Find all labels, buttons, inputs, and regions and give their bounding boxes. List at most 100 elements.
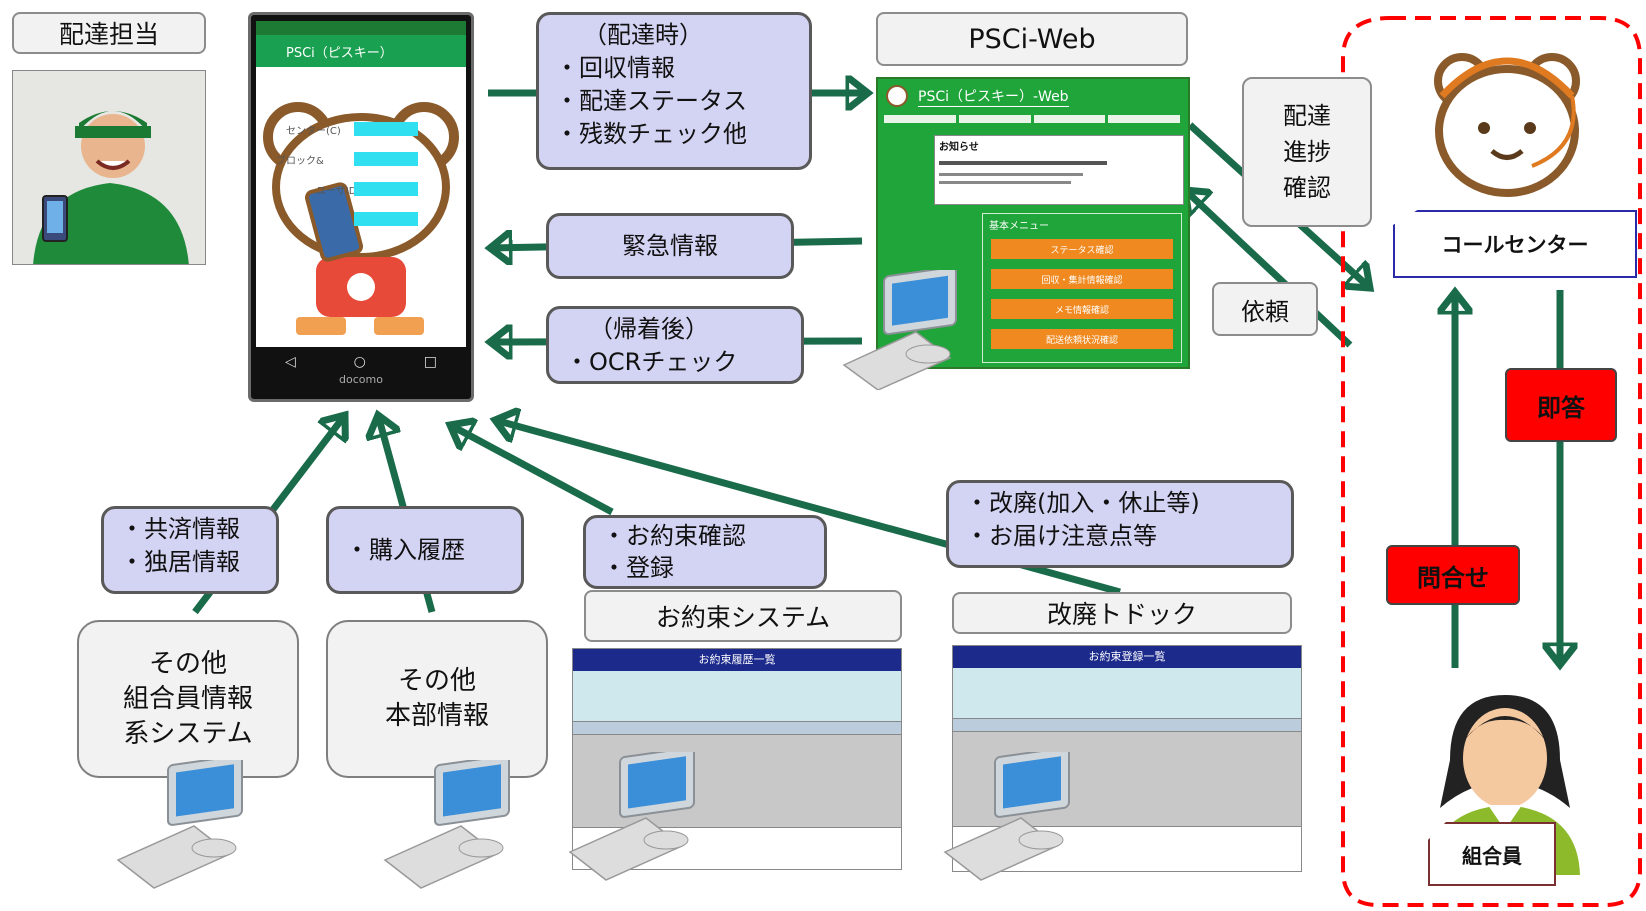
promise-system-screenshot: お約束履歴一覧 [572, 648, 902, 870]
kaihai-screen-filters [953, 668, 1301, 719]
other-member-line-1: その他 [148, 648, 227, 679]
promise-screen-title: お約束履歴一覧 [573, 649, 901, 671]
web-nav-tabs [884, 115, 1180, 123]
delivery-bubble-line-3: ・配達ステータス [555, 87, 747, 115]
phone-screen: センター(C) ブロック& ユーザID [256, 67, 466, 347]
courier-illustration [13, 71, 205, 264]
delivery-bubble-line-2: ・回収情報 [555, 54, 675, 82]
phone-home-button[interactable]: ○ [353, 354, 366, 370]
phone-field-1-label: センター(C) [286, 126, 341, 137]
phone-nav-bar: ◁ ○ □ [256, 351, 466, 373]
web-notice-line [939, 161, 1107, 165]
callcenter-label: コールセンター [1393, 210, 1637, 278]
phone-field-2-label: ブロック& [276, 156, 324, 167]
phone-field-4-input[interactable] [354, 212, 418, 226]
promise-system-text: お約束システム [655, 603, 831, 632]
kaihai-line-2: ・お届け注意点等 [965, 522, 1157, 550]
inquiry-text: 問合せ [1417, 563, 1489, 592]
request-label: 依頼 [1212, 282, 1318, 336]
courier-label-text: 配達担当 [58, 20, 159, 49]
computer-icon [383, 760, 510, 889]
emergency-bubble: 緊急情報 [546, 213, 794, 279]
web-notice-panel: お知らせ [934, 135, 1184, 205]
delivery-bubble-line-1: （配達時） [583, 21, 703, 49]
other-hq-line-2: 本部情報 [384, 701, 489, 731]
mutual-line-1: ・共済情報 [120, 515, 240, 543]
bear-logo-icon [886, 85, 908, 107]
kaihai-bubble: ・改廃(加入・休止等) ・お届け注意点等 [946, 480, 1294, 568]
after-return-line-1: （帰着後） [589, 315, 709, 343]
emergency-bubble-text: 緊急情報 [622, 231, 718, 260]
web-title: PSCi（ピスキー）-Web [918, 86, 1069, 107]
mutual-info-bubble: ・共済情報 ・独居情報 [101, 506, 279, 594]
web-notice-title: お知らせ [939, 142, 979, 153]
kaihai-dock-text: 改廃トドック [1046, 600, 1197, 629]
web-nav-tab[interactable] [884, 115, 956, 123]
promise-screen-table-header [573, 722, 901, 735]
kaihai-screen-table-header [953, 719, 1301, 732]
phone-recent-button[interactable]: □ [423, 354, 438, 370]
mutual-line-2: ・独居情報 [120, 548, 240, 576]
promise-line-1: ・お約束確認 [602, 522, 746, 550]
computer-icon [943, 752, 1070, 881]
phone-carrier: docomo [339, 373, 383, 386]
phone-status-bar [256, 21, 466, 35]
purchase-history-bubble: ・購入履歴 [326, 506, 524, 594]
web-nav-tab[interactable] [1033, 115, 1106, 123]
web-notice-line [939, 173, 1083, 176]
bear-mascot-icon [263, 102, 459, 335]
purchase-line-1: ・購入履歴 [345, 535, 465, 564]
kaihai-screen-title: お約束登録一覧 [953, 646, 1301, 668]
pscweb-label-text: PSCi-Web [968, 23, 1096, 55]
kaihai-dock-label: 改廃トドック [952, 592, 1292, 634]
web-menu-panel: 基本メニュー ステータス確認 回収・集計情報確認 メモ情報確認 配送依頼状況確認 [982, 213, 1182, 363]
phone-field-3-label: ユーザID [316, 186, 357, 197]
phone-field-1-input[interactable] [354, 122, 418, 136]
phone-field-3-input[interactable] [354, 182, 418, 196]
phone-app-bar: PSCi（ピスキー） [256, 35, 466, 67]
kaihai-line-1: ・改廃(加入・休止等) [965, 489, 1200, 517]
inquiry-badge: 問合せ [1386, 545, 1520, 605]
promise-line-2: ・登録 [602, 554, 674, 582]
progress-check-label: 配達 進捗 確認 [1242, 77, 1372, 227]
web-nav-tab[interactable] [1108, 115, 1180, 123]
other-member-system-box: その他 組合員情報 系システム [77, 620, 299, 778]
web-menu-title: 基本メニュー [989, 221, 1049, 232]
web-notice-line [939, 181, 1071, 184]
member-label-text: 組合員 [1462, 843, 1522, 868]
web-nav-tab[interactable] [958, 115, 1031, 123]
courier-photo [12, 70, 206, 265]
promise-system-label: お約束システム [584, 590, 902, 642]
promise-screen-filters [573, 671, 901, 722]
after-return-bubble: （帰着後） ・OCRチェック [546, 306, 804, 384]
computer-icon [568, 752, 695, 881]
delivery-bubble-line-4: ・残数チェック他 [555, 120, 747, 148]
progress-line-3: 確認 [1283, 174, 1331, 202]
progress-line-2: 進捗 [1283, 138, 1331, 166]
other-hq-line-1: その他 [397, 666, 476, 696]
phone-app-title: PSCi（ピスキー） [286, 45, 393, 61]
web-menu-item[interactable]: メモ情報確認 [991, 299, 1173, 319]
instant-answer-badge: 即答 [1505, 368, 1617, 442]
callcenter-bear-icon [1434, 53, 1580, 197]
other-member-line-3: 系システム [123, 718, 253, 749]
progress-line-1: 配達 [1283, 102, 1331, 130]
request-label-text: 依頼 [1241, 297, 1289, 326]
phone-back-button[interactable]: ◁ [284, 354, 296, 370]
call-center-region [1341, 16, 1642, 907]
after-return-line-2: ・OCRチェック [565, 348, 738, 376]
courier-label: 配達担当 [12, 12, 206, 54]
member-label: 組合員 [1428, 822, 1556, 886]
phone-field-2-input[interactable] [354, 152, 418, 166]
web-menu-item[interactable]: ステータス確認 [991, 239, 1173, 259]
callcenter-label-text: コールセンター [1441, 233, 1589, 257]
delivery-info-bubble: （配達時） ・回収情報 ・配達ステータス ・残数チェック他 [536, 12, 812, 170]
smartphone: PSCi（ピスキー） センター(C) ブロック& ユーザID ◁ ○ □ doc… [248, 12, 474, 402]
web-menu-item[interactable]: 配送依頼状況確認 [991, 329, 1173, 349]
other-member-line-2: 組合員情報 [122, 683, 253, 714]
other-hq-box: その他 本部情報 [326, 620, 548, 778]
web-menu-item[interactable]: 回収・集計情報確認 [991, 269, 1173, 289]
instant-answer-text: 即答 [1537, 393, 1585, 422]
web-header: PSCi（ピスキー）-Web [882, 83, 1182, 109]
pscweb-label: PSCi-Web [876, 12, 1188, 66]
